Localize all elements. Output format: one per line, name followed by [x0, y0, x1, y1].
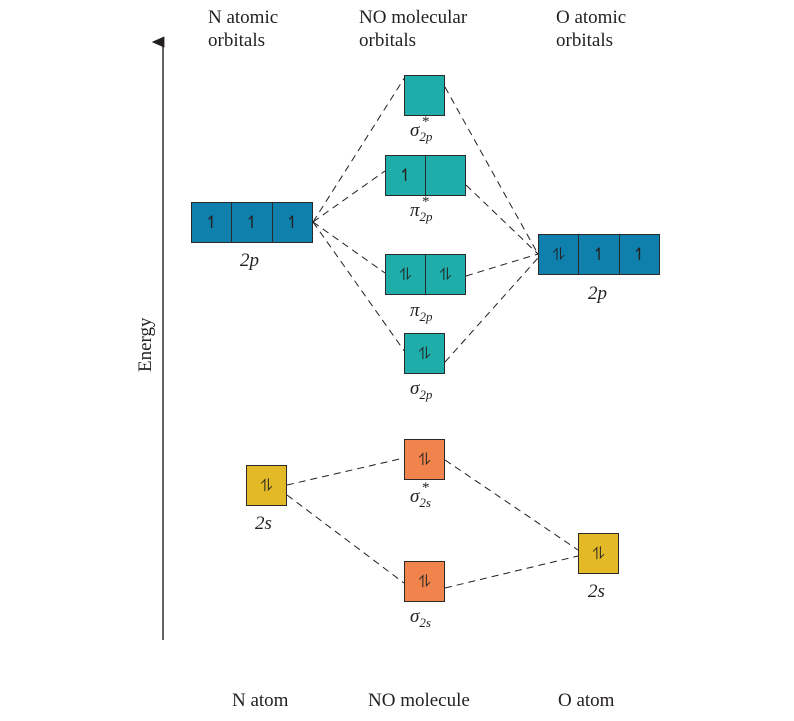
label-sub: 2p	[419, 129, 433, 144]
label-sigma2s: σ2s	[410, 606, 431, 631]
orbital-sigma2p-star	[404, 75, 445, 116]
orbital-sigma2s-star: ⥮	[404, 439, 445, 480]
electron-up-cell: ↿	[232, 203, 273, 242]
electron-up-cell: ↿	[285, 212, 300, 233]
dash-line	[444, 86, 539, 255]
dash-line	[465, 184, 539, 255]
label-n-2p: 2p	[240, 250, 259, 272]
label-symbol: π	[410, 300, 420, 321]
electron-up-cell: ↿	[192, 203, 233, 242]
dash-line	[444, 555, 579, 589]
label-pi2p-star: π2p*	[410, 194, 433, 225]
energy-axis-label: Energy	[135, 317, 156, 372]
label-sigma2s-star: σ2s*	[410, 480, 431, 511]
orbital-n-2s: ⥮	[246, 465, 287, 506]
orbital-pi2p-star: ↿	[385, 155, 466, 196]
label-sub: 2p	[419, 309, 433, 324]
electron-pair-cell: ⥮	[386, 255, 426, 294]
electron-pair-cell: ⥮	[439, 264, 452, 285]
header-line: orbitals	[359, 30, 416, 51]
label-sigma2p: σ2p	[410, 378, 432, 403]
header-line: orbitals	[208, 30, 265, 51]
label-symbol: σ	[410, 606, 420, 627]
label-sub: 2p	[419, 387, 433, 402]
label-text: 2p	[588, 283, 607, 304]
dash-line	[444, 459, 579, 551]
electron-pair-cell: ⥮	[592, 543, 605, 564]
label-symbol: σ	[410, 378, 420, 399]
label-sub: 2p	[419, 209, 433, 224]
label-sub: 2s	[419, 615, 431, 630]
orbital-o-2s: ⥮	[578, 533, 619, 574]
electron-pair-cell: ⥮	[418, 449, 431, 470]
empty-orbital-cell	[405, 76, 444, 115]
electron-up-cell: ↿	[632, 244, 647, 265]
footer-n-atom: N atom	[232, 690, 289, 711]
footer-o-atom: O atom	[558, 690, 615, 711]
label-text: 2s	[588, 581, 605, 602]
dash-line	[312, 76, 406, 223]
header-line: O atomic	[556, 7, 627, 28]
label-pi2p: π2p	[410, 300, 433, 325]
header-no-molecular: NO molecular orbitals	[359, 6, 467, 52]
dash-line	[312, 170, 386, 223]
header-n-atomic: N atomic orbitals	[208, 6, 278, 52]
label-o-2p: 2p	[588, 283, 607, 305]
orbital-sigma2s: ⥮	[404, 561, 445, 602]
label-text: 2p	[240, 250, 259, 271]
footer-no-molecule: NO molecule	[368, 690, 470, 711]
header-line: N atomic	[208, 7, 279, 28]
orbital-o-2p: ⥮↿↿	[538, 234, 660, 275]
star-mark: *	[422, 480, 430, 496]
electron-pair-cell: ⥮	[539, 235, 580, 274]
dash-line	[286, 494, 405, 584]
header-line: orbitals	[556, 30, 613, 51]
star-mark: *	[422, 194, 430, 210]
label-symbol: σ	[410, 486, 420, 507]
dash-line	[286, 457, 405, 486]
electron-pair-cell: ⥮	[260, 475, 273, 496]
label-n-2s: 2s	[255, 513, 272, 535]
label-symbol: σ	[410, 120, 420, 141]
label-sigma2p-star: σ2p*	[410, 114, 433, 145]
label-sub: 2s	[419, 495, 431, 510]
electron-up-cell: ↿	[386, 156, 426, 195]
orbital-sigma2p: ⥮	[404, 333, 445, 374]
orbital-pi2p: ⥮⥮	[385, 254, 466, 295]
star-mark: *	[422, 114, 430, 130]
orbital-n-2p: ↿↿↿	[191, 202, 313, 243]
electron-up-cell: ↿	[579, 235, 620, 274]
header-line: NO molecular	[359, 7, 468, 28]
label-symbol: π	[410, 200, 420, 221]
dash-line	[465, 253, 539, 277]
electron-pair-cell: ⥮	[418, 571, 431, 592]
label-text: 2s	[255, 513, 272, 534]
label-o-2s: 2s	[588, 581, 605, 603]
electron-pair-cell: ⥮	[418, 343, 431, 364]
dash-line	[312, 221, 406, 353]
empty-orbital-cell	[426, 156, 465, 195]
dash-line	[312, 221, 386, 274]
header-o-atomic: O atomic orbitals	[556, 6, 626, 52]
